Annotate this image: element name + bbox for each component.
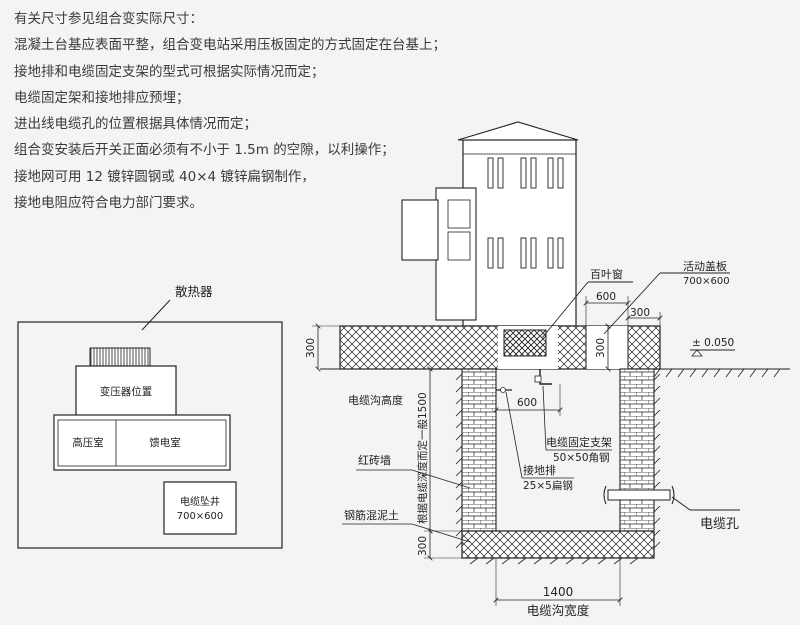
dim-300-top: 300 <box>630 307 650 319</box>
trench-height-label: 电缆沟高度 <box>348 393 403 407</box>
ground-bar-spec: 25×5扁钢 <box>523 479 573 492</box>
elevation-label: ± 0.050 <box>692 337 734 349</box>
feeder-room-label: 馈电室 <box>149 436 181 449</box>
plan-view: 散热器 变压器位置 高压室 馈电室 电缆坠井 700×600 <box>17 284 283 549</box>
earth-hatch <box>455 368 781 565</box>
brick-wall-right <box>619 368 655 532</box>
dim-300-cover: 300 <box>595 338 607 358</box>
cover-label: 活动盖板 <box>683 259 727 273</box>
elevation-mark <box>690 349 735 357</box>
transformer-label: 变压器位置 <box>100 385 153 398</box>
cabinet-body <box>462 139 577 327</box>
note-line: 进出线电缆孔的位置根据具体情况而定； <box>14 116 257 133</box>
louver-window <box>503 329 547 357</box>
width-label: 电缆沟宽度 <box>527 603 590 618</box>
installation-notes: 有关尺寸参见组合变实际尺寸： 混凝土台基应表面平整，组合变电站采用压板固定的方式… <box>14 6 446 216</box>
depth-label: 根据电缆深度而定一般1500 <box>416 392 429 524</box>
cable-pit-label: 电缆坠井 <box>180 495 220 508</box>
bracket-label: 电缆固定支架 <box>546 435 612 449</box>
cable-hole <box>603 485 740 511</box>
trench-floor <box>461 530 655 559</box>
cabinet-vents <box>487 157 564 269</box>
note-line: 接地网可用 12 镀锌圆钢或 40×4 镀锌扁钢制作， <box>14 168 315 185</box>
cover-size: 700×600 <box>683 276 730 287</box>
note-line: 接地排和电缆固定支架的型式可根据实际情况而定； <box>14 63 325 80</box>
radiator-label: 散热器 <box>175 284 213 299</box>
rc-label: 钢筋混泥土 <box>344 508 399 522</box>
dim-300-left-top: 300 <box>305 338 317 358</box>
cable-pit-size: 700×600 <box>177 511 224 522</box>
brick-wall-left <box>461 368 497 532</box>
switchgear-inner <box>57 419 227 467</box>
note-line: 有关尺寸参见组合变实际尺寸： <box>14 11 203 27</box>
note-line: 接地电阻应符合电力部门要求。 <box>14 195 203 212</box>
hv-room-label: 高压室 <box>72 436 104 449</box>
side-radiator <box>401 199 439 261</box>
side-box <box>435 187 477 321</box>
substation-cabinet <box>401 121 579 327</box>
cable-pit <box>163 481 237 535</box>
louver-label: 百叶窗 <box>590 267 623 281</box>
note-line: 组合变安装后开关正面必须有不小于 1.5m 的空隙，以利操作； <box>14 142 395 159</box>
dim-600-bracket: 600 <box>517 397 537 409</box>
cabinet-roof <box>457 121 579 141</box>
ground-bar <box>496 387 512 393</box>
radiator <box>89 347 151 367</box>
brick-wall-label: 红砖墙 <box>358 453 391 467</box>
note-line: 混凝土台基应表面平整，组合变电站采用压板固定的方式固定在台基上； <box>14 37 446 54</box>
bracket-spec: 50×50角钢 <box>553 451 610 464</box>
movable-cover-opening <box>586 326 628 369</box>
note-line: 电缆固定架和接地排应预埋； <box>14 89 190 106</box>
cable-hole-label: 电缆孔 <box>700 516 739 532</box>
width-dim: 1400 <box>543 585 574 599</box>
dim-300-bottom: 300 <box>417 536 429 556</box>
cable-bracket <box>534 369 552 385</box>
radiator-leader <box>141 299 171 331</box>
section-view: 电缆孔 百叶窗 活动盖板 700×600 600 300 300 300 ± 0… <box>305 121 790 618</box>
dim-600-top: 600 <box>596 291 616 303</box>
ground-bar-label: 接地排 <box>523 463 556 477</box>
transformer-position <box>75 365 177 417</box>
